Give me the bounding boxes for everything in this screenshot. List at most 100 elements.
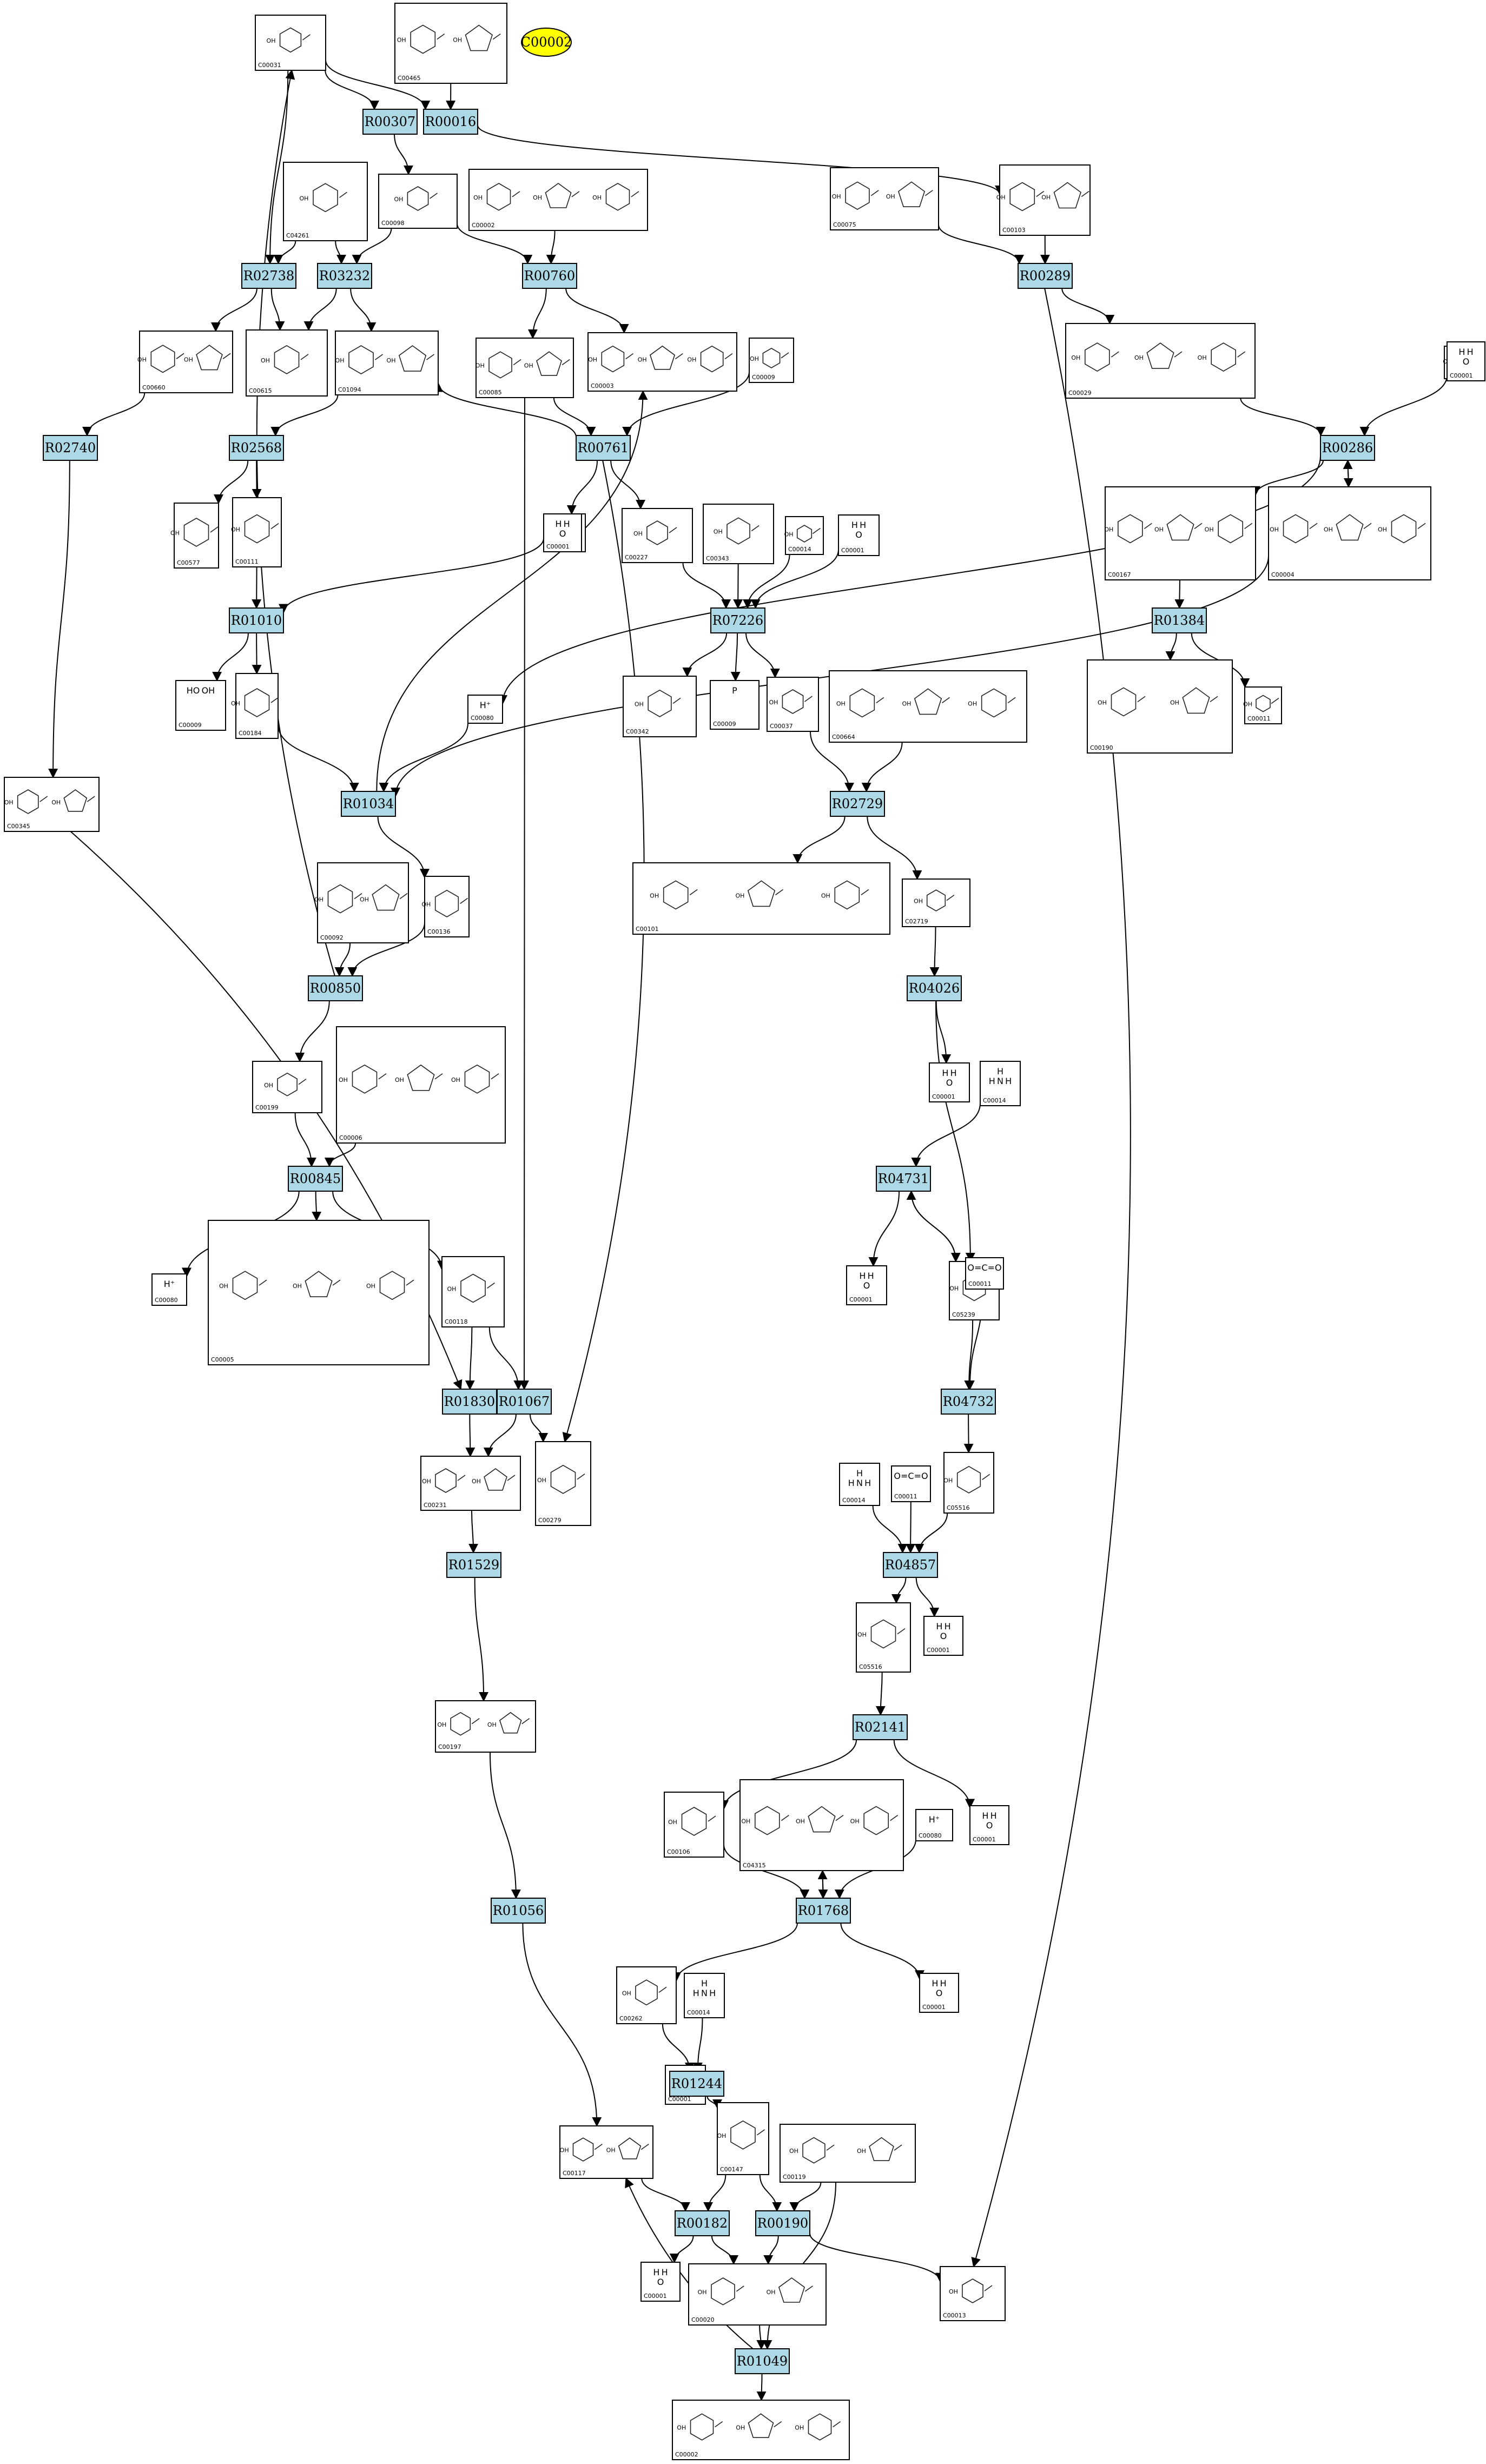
- reaction-r02738[interactable]: R02738: [241, 263, 296, 289]
- reaction-r07226[interactable]: R07226: [710, 607, 765, 633]
- reaction-r01384[interactable]: R01384: [1152, 607, 1207, 633]
- reaction-r02740[interactable]: R02740: [43, 435, 98, 461]
- reaction-r02568[interactable]: R02568: [229, 435, 284, 461]
- reaction-r04731[interactable]: R04731: [876, 1166, 931, 1192]
- highlight-node[interactable]: C00002: [521, 28, 572, 57]
- reaction-r01067[interactable]: R01067: [497, 1389, 552, 1415]
- reaction-r00182[interactable]: R00182: [675, 2210, 730, 2236]
- reaction-r01049[interactable]: R01049: [735, 2348, 790, 2374]
- reaction-r00190[interactable]: R00190: [755, 2210, 810, 2236]
- reaction-r01830[interactable]: R01830: [442, 1389, 497, 1415]
- reaction-r03232[interactable]: R03232: [317, 263, 372, 289]
- reaction-r04732[interactable]: R04732: [941, 1389, 996, 1415]
- compound-c00080c[interactable]: H⁺C00080: [915, 1809, 953, 1841]
- reaction-r00760[interactable]: R00760: [522, 263, 577, 289]
- reaction-r04857[interactable]: R04857: [883, 1552, 938, 1578]
- reaction-r01529[interactable]: R01529: [446, 1552, 501, 1578]
- reaction-r02141[interactable]: R02141: [853, 1714, 908, 1740]
- reaction-r00845[interactable]: R00845: [288, 1166, 343, 1192]
- reaction-r01010[interactable]: R01010: [229, 607, 284, 633]
- compound-c00080b[interactable]: H⁺C00080: [151, 1273, 187, 1306]
- reaction-r04026[interactable]: R04026: [907, 975, 962, 1001]
- reaction-r00307[interactable]: R00307: [362, 109, 418, 135]
- reaction-r00016[interactable]: R00016: [423, 109, 478, 135]
- reaction-r01768[interactable]: R01768: [796, 1898, 851, 1924]
- reaction-r00289[interactable]: R00289: [1018, 263, 1073, 289]
- compound-c00080a[interactable]: H⁺C00080: [467, 695, 503, 724]
- reaction-r01034[interactable]: R01034: [341, 791, 396, 817]
- reaction-r00850[interactable]: R00850: [308, 975, 363, 1001]
- reaction-r00761[interactable]: R00761: [576, 435, 631, 461]
- reaction-r01056[interactable]: R01056: [491, 1898, 546, 1924]
- reaction-r01244[interactable]: R01244: [669, 2071, 724, 2097]
- reaction-r00286[interactable]: R00286: [1320, 435, 1375, 461]
- reaction-r02729[interactable]: R02729: [830, 791, 885, 817]
